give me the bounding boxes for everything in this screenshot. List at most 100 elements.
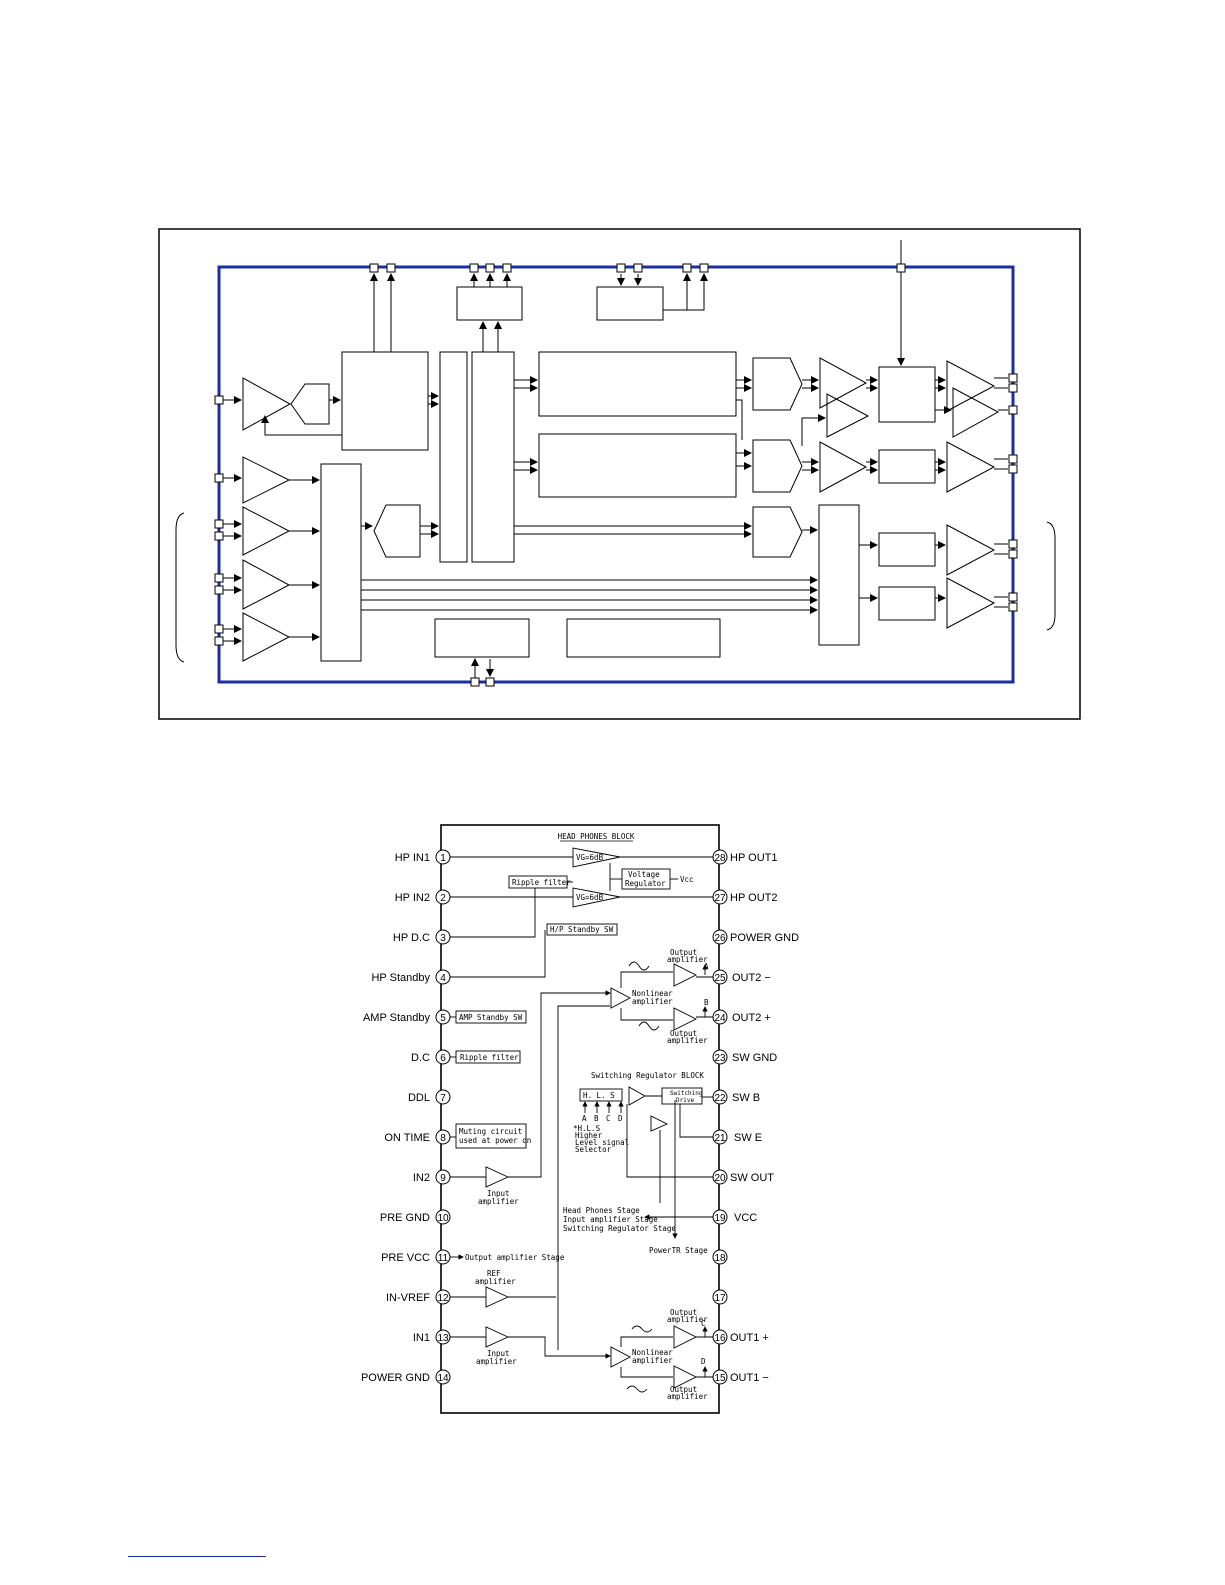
pin-label: OUT1 + bbox=[730, 1332, 769, 1344]
svg-text:used at power on: used at power on bbox=[459, 1136, 531, 1145]
svg-text:21: 21 bbox=[714, 1133, 726, 1144]
svg-text:20: 20 bbox=[714, 1173, 726, 1184]
pin-26: 26 POWER GND bbox=[712, 929, 799, 945]
pin-label: POWER GND bbox=[730, 932, 799, 944]
right-pins bbox=[1008, 373, 1018, 612]
pin-label: HP IN2 bbox=[395, 892, 430, 904]
svg-text:12: 12 bbox=[437, 1293, 449, 1304]
svg-text:Higher: Higher bbox=[575, 1131, 603, 1140]
pin-label: POWER GND bbox=[361, 1372, 430, 1384]
ripple-filter-hp: Ripple filter bbox=[512, 878, 571, 887]
pin-2: 2HP IN2 bbox=[395, 889, 451, 905]
svg-text:7: 7 bbox=[440, 1093, 446, 1104]
pin-label: SW E bbox=[734, 1132, 762, 1144]
svg-text:25: 25 bbox=[714, 973, 726, 984]
pin-14: 14 POWER GND bbox=[361, 1369, 451, 1385]
svg-text:amplifier: amplifier bbox=[475, 1277, 516, 1286]
svg-text:1: 1 bbox=[440, 853, 446, 864]
switching-drive: Switching bbox=[670, 1090, 703, 1097]
pin-16: 16 OUT1 + bbox=[712, 1329, 769, 1345]
pin-label: HP IN1 bbox=[395, 852, 430, 864]
svg-text:28: 28 bbox=[714, 853, 726, 864]
svg-text:Output: Output bbox=[670, 1308, 697, 1317]
svg-text:Output: Output bbox=[670, 948, 697, 957]
pin-label: OUT1 − bbox=[730, 1372, 769, 1384]
pin-20: 20 SW OUT bbox=[712, 1169, 774, 1185]
svg-text:amplifier: amplifier bbox=[632, 997, 673, 1006]
svg-text:Drive: Drive bbox=[676, 1097, 694, 1104]
pin-12: 12 IN-VREF bbox=[386, 1289, 451, 1305]
svg-text:26: 26 bbox=[714, 933, 726, 944]
pin-23: 23 SW GND bbox=[712, 1049, 777, 1065]
svg-text:17: 17 bbox=[714, 1293, 726, 1304]
svg-text:amplifier: amplifier bbox=[476, 1357, 517, 1366]
nonlinear-amplifier-upper: Nonlinear bbox=[632, 989, 673, 998]
hls-note: *H.L.S bbox=[573, 1124, 601, 1133]
vg-label-1: VG=6dB bbox=[576, 853, 604, 862]
svg-text:amplifier: amplifier bbox=[667, 1315, 708, 1324]
svg-text:14: 14 bbox=[437, 1373, 449, 1384]
pin-label: IN1 bbox=[413, 1332, 430, 1344]
svg-text:23: 23 bbox=[714, 1053, 726, 1064]
svg-text:amplifier: amplifier bbox=[478, 1197, 519, 1206]
svg-text:15: 15 bbox=[714, 1373, 726, 1384]
svg-text:13: 13 bbox=[437, 1333, 449, 1344]
pin-8: 8ON TIME bbox=[384, 1129, 451, 1145]
svg-text:A: A bbox=[582, 1114, 587, 1123]
pin-label: SW GND bbox=[732, 1052, 777, 1064]
svg-text:D: D bbox=[618, 1114, 623, 1123]
svg-text:27: 27 bbox=[714, 893, 726, 904]
pin-label: IN-VREF bbox=[386, 1292, 430, 1304]
svg-text:D: D bbox=[701, 1357, 706, 1366]
svg-text:9: 9 bbox=[440, 1173, 446, 1184]
pin-label: PRE VCC bbox=[381, 1252, 430, 1264]
pin-11: 11 PRE VCC bbox=[381, 1249, 451, 1265]
ic-body bbox=[440, 824, 720, 1414]
svg-text:16: 16 bbox=[714, 1333, 726, 1344]
svg-text:A: A bbox=[704, 962, 709, 971]
svg-text:4: 4 bbox=[440, 973, 446, 984]
svg-text:10: 10 bbox=[437, 1213, 449, 1224]
pin-28: 28 HP OUT1 bbox=[712, 849, 777, 865]
svg-text:5: 5 bbox=[440, 1013, 446, 1024]
left-pins bbox=[214, 395, 224, 646]
pin-label: HP OUT1 bbox=[730, 852, 777, 864]
stage-list: Head Phones Stage bbox=[563, 1206, 640, 1215]
svg-text:C: C bbox=[606, 1114, 611, 1123]
pin-1: 1 HP IN1 bbox=[395, 849, 451, 865]
pin-label: SW OUT bbox=[730, 1172, 774, 1184]
pin-label: HP OUT2 bbox=[730, 892, 777, 904]
svg-text:Selector: Selector bbox=[575, 1145, 612, 1154]
footer-rule bbox=[128, 1556, 266, 1557]
svg-text:amplifier: amplifier bbox=[667, 1392, 708, 1401]
pin-6: 6 D.C bbox=[411, 1049, 451, 1065]
svg-text:Output: Output bbox=[670, 1029, 697, 1038]
pin-15: 15 OUT1 − bbox=[712, 1369, 769, 1385]
vcc-tag: Vcc bbox=[680, 875, 694, 884]
hp-standby-switch: H/P Standby SW bbox=[550, 925, 614, 934]
vg-label-2: VG=6dB bbox=[576, 893, 604, 902]
pin-27: 27 HP OUT2 bbox=[712, 889, 777, 905]
pin-label: OUT2 + bbox=[732, 1012, 771, 1024]
pin-17: 17 bbox=[712, 1289, 728, 1305]
svg-text:Input: Input bbox=[487, 1189, 510, 1198]
voltage-regulator-label: Voltage bbox=[628, 870, 660, 879]
svg-text:11: 11 bbox=[438, 1253, 449, 1264]
svg-text:19: 19 bbox=[714, 1213, 726, 1224]
power-tr-stage: PowerTR Stage bbox=[649, 1246, 708, 1255]
svg-text:Output: Output bbox=[670, 1385, 697, 1394]
svg-text:amplifier: amplifier bbox=[667, 955, 708, 964]
svg-text:6: 6 bbox=[440, 1053, 446, 1064]
svg-text:B: B bbox=[594, 1114, 599, 1123]
svg-text:amplifier: amplifier bbox=[632, 1356, 673, 1365]
pin-label: D.C bbox=[411, 1052, 430, 1064]
svg-text:C: C bbox=[701, 1319, 706, 1328]
svg-text:REF: REF bbox=[487, 1269, 501, 1278]
pin-label: HP Standby bbox=[371, 972, 430, 984]
svg-text:B: B bbox=[704, 998, 709, 1007]
